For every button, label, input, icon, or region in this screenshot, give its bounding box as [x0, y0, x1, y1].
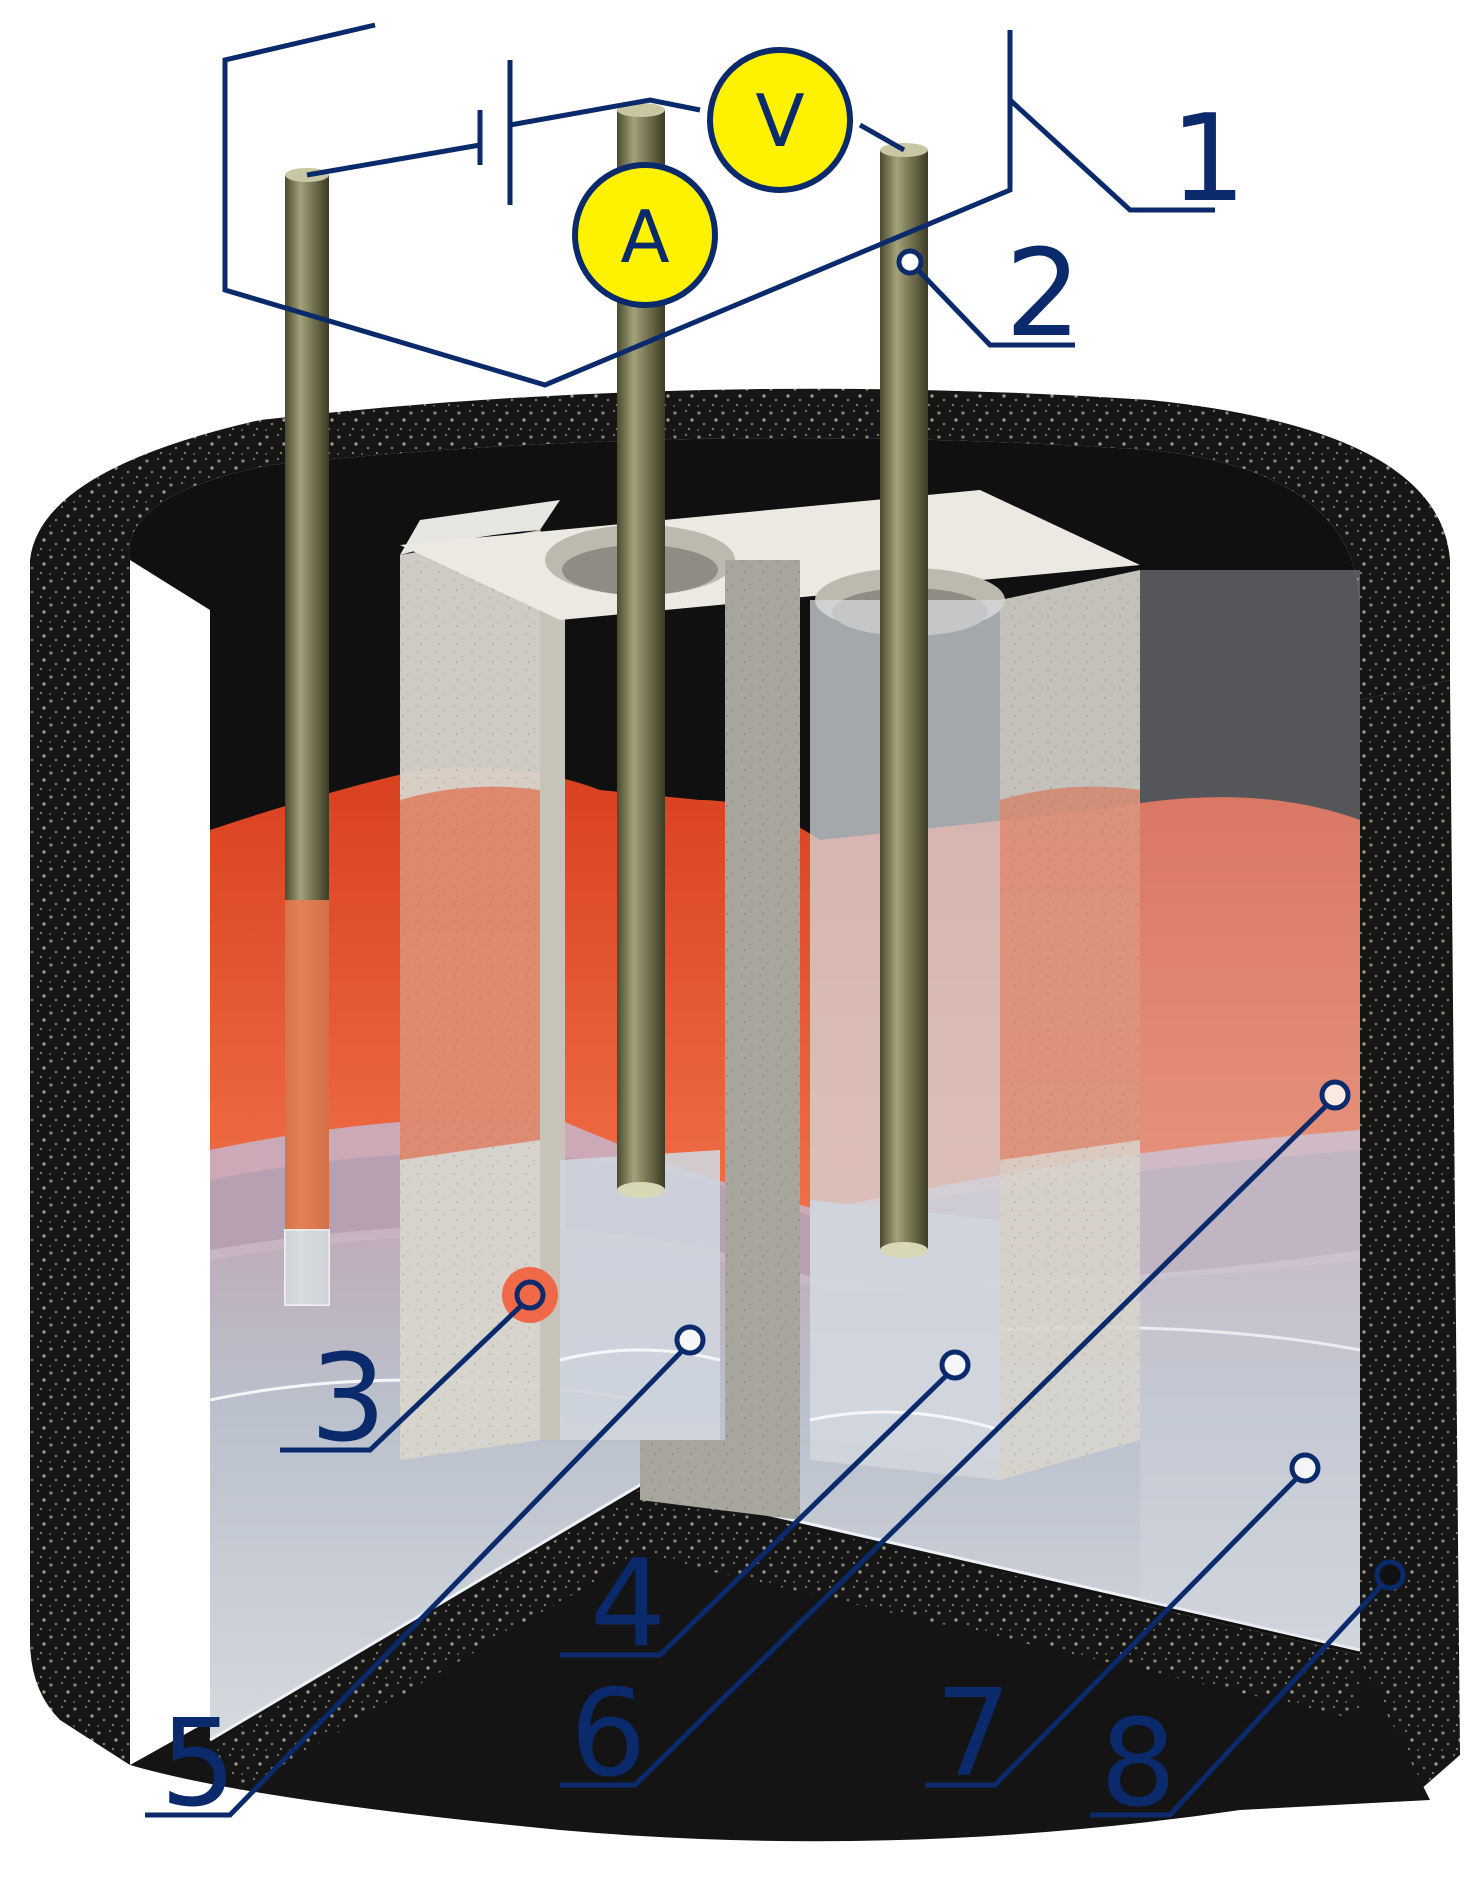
callout-5: 5 — [160, 1695, 236, 1834]
callout-2: 2 — [1005, 225, 1081, 364]
callout-8: 8 — [1100, 1695, 1176, 1834]
callout-3: 3 — [310, 1330, 386, 1469]
ammeter: A — [572, 162, 718, 308]
callout-leaders — [145, 248, 1406, 1818]
ammeter-label: A — [620, 195, 669, 279]
callout-6: 6 — [570, 1665, 646, 1804]
callout-7: 7 — [935, 1665, 1011, 1804]
voltmeter-label: V — [755, 79, 804, 163]
right-electrode — [880, 150, 928, 1250]
circuit-wiring — [222, 22, 1215, 388]
inner-crucible — [400, 490, 1360, 1650]
callout-4: 4 — [590, 1535, 666, 1674]
callout-numbers: 1 2 3 4 5 6 7 8 — [160, 90, 1246, 1834]
callout-1: 1 — [1170, 90, 1246, 229]
voltmeter: V — [707, 47, 853, 193]
